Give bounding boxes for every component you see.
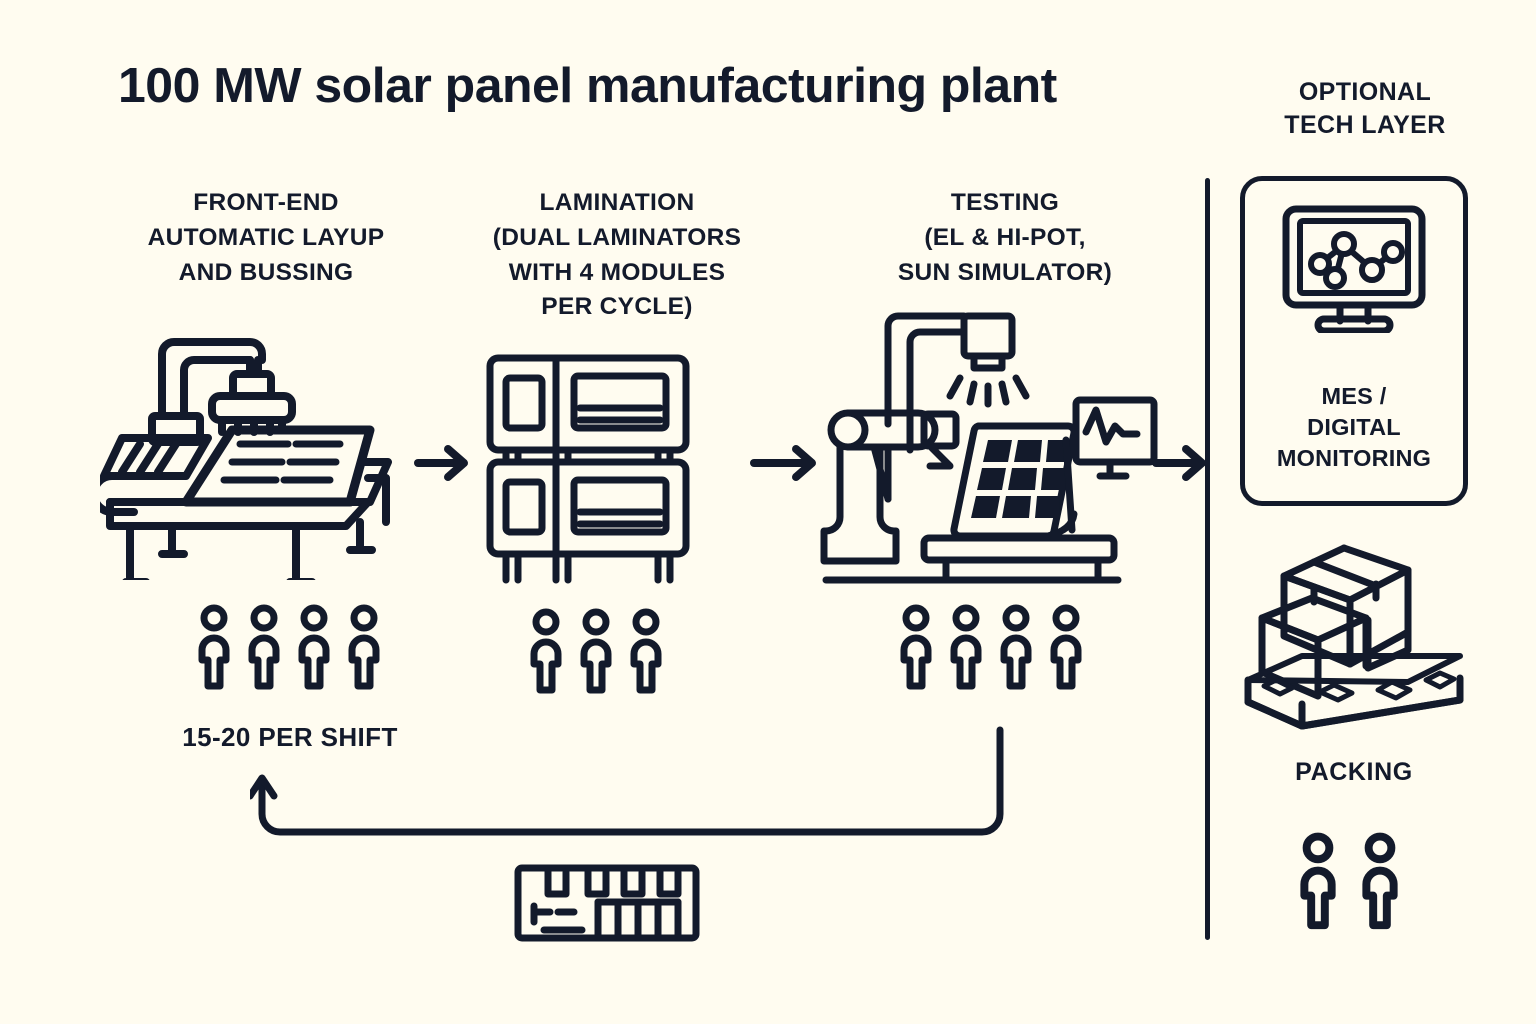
stage-title-line: PER CYCLE) <box>541 293 693 321</box>
staff-group-front-end <box>196 604 382 692</box>
person-icon <box>630 608 662 694</box>
stage-title-line: WITH 4 MODULES <box>508 258 726 286</box>
person-icon <box>1000 604 1032 690</box>
page-title: 100 MW solar panel manufacturing plant <box>118 59 1057 113</box>
optional-tech-layer-header-line-1: OPTIONAL <box>1298 78 1432 106</box>
person-icon <box>900 604 932 690</box>
layup-bussing-machine-icon <box>100 330 420 580</box>
stage-title-testing: TESTING (EL & HI-POT, SUN SIMULATOR) <box>840 186 1170 290</box>
stage-title-line: FRONT-END <box>193 189 339 216</box>
person-icon <box>248 604 280 690</box>
stage-title-line: (DUAL LAMINATORS <box>492 223 742 251</box>
tech-layer-card-mes[interactable]: MES / DIGITAL MONITORING <box>1240 176 1468 506</box>
section-divider <box>1205 178 1210 940</box>
stage-title-lamination: LAMINATION (DUAL LAMINATORS WITH 4 MODUL… <box>452 186 782 325</box>
staff-group-lamination <box>528 608 664 696</box>
person-icon <box>530 608 562 694</box>
stage-title-line: (EL & HI-POT, <box>924 223 1086 251</box>
flow-arrow-3 <box>1152 440 1214 486</box>
tech-layer-card-label-line: DIGITAL <box>1307 414 1401 441</box>
stage-title-line: AND BUSSING <box>178 258 354 286</box>
rework-feedback-arrow <box>250 726 1030 856</box>
dual-laminator-icon <box>480 350 696 586</box>
person-icon <box>198 604 230 690</box>
person-icon <box>298 604 330 690</box>
staffing-note: 15-20 PER SHIFT <box>182 722 398 752</box>
flow-arrow-2 <box>750 440 824 486</box>
pallet-boxes-icon <box>1240 540 1468 740</box>
stage-title-line: LAMINATION <box>539 189 695 216</box>
tech-layer-card-label-line: MES / <box>1321 383 1387 409</box>
packing-label: PACKING <box>1295 758 1413 786</box>
staff-group-testing <box>898 604 1084 692</box>
monitor-analytics-icon <box>1280 203 1428 333</box>
person-icon <box>1362 832 1398 930</box>
person-icon <box>1050 604 1082 690</box>
stage-title-front-end: FRONT-END AUTOMATIC LAYUP AND BUSSING <box>92 186 440 290</box>
stage-title-line: SUN SIMULATOR) <box>897 258 1113 286</box>
person-icon <box>348 604 380 690</box>
person-icon <box>1300 832 1336 930</box>
rework-station-icon <box>514 862 700 942</box>
optional-tech-layer-header-line-2: TECH LAYER <box>1284 111 1446 139</box>
person-icon <box>950 604 982 690</box>
tech-layer-card-label-line: MONITORING <box>1276 445 1432 472</box>
staff-group-packing <box>1296 832 1402 932</box>
stage-title-line: AUTOMATIC LAYUP <box>147 223 385 251</box>
person-icon <box>580 608 612 694</box>
testing-station-icon <box>818 300 1162 592</box>
stage-title-line: TESTING <box>950 189 1060 216</box>
tech-layer-card-label: MES / DIGITAL MONITORING <box>1245 381 1463 474</box>
optional-tech-layer-header: OPTIONAL TECH LAYER <box>1240 76 1490 142</box>
flow-arrow-1 <box>414 440 476 486</box>
